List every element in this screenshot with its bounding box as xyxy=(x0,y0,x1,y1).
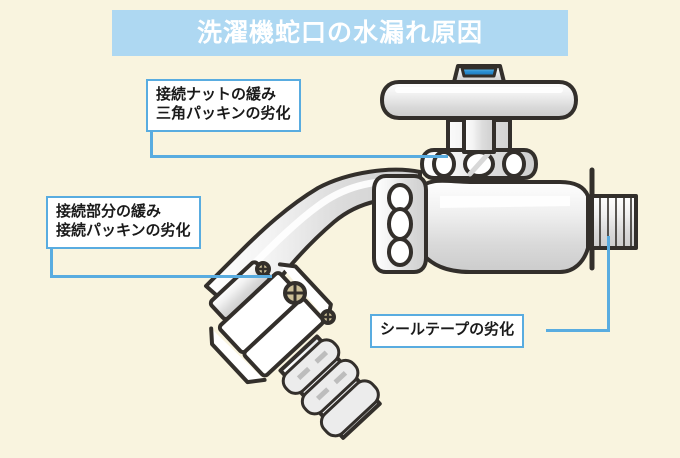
callout-connection-nut-line1: 接続ナットの緩み xyxy=(156,86,277,103)
leader-line-joint-vertical xyxy=(50,247,53,278)
callout-connection-joint: 接続部分の緩み 接続パッキンの劣化 xyxy=(46,196,201,249)
callout-connection-nut-line2: 三角パッキンの劣化 xyxy=(156,104,291,122)
page-title: 洗濯機蛇口の水漏れ原因 xyxy=(196,18,483,47)
callout-connection-joint-line1: 接続部分の緩み xyxy=(56,203,162,220)
leader-line-nut-horizontal xyxy=(150,155,448,158)
page-title-bar: 洗濯機蛇口の水漏れ原因 xyxy=(112,10,568,56)
leader-line-tape-horizontal xyxy=(546,329,610,332)
leader-line-tape-vertical xyxy=(607,236,610,331)
leader-line-joint-horizontal xyxy=(50,275,272,278)
callout-seal-tape: シールテープの劣化 xyxy=(370,314,525,348)
callout-connection-joint-line2: 接続パッキンの劣化 xyxy=(56,221,191,239)
callout-seal-tape-line1: シールテープの劣化 xyxy=(380,321,515,338)
callout-connection-nut: 接続ナットの緩み 三角パッキンの劣化 xyxy=(146,79,301,132)
leader-line-nut-vertical xyxy=(150,130,153,158)
